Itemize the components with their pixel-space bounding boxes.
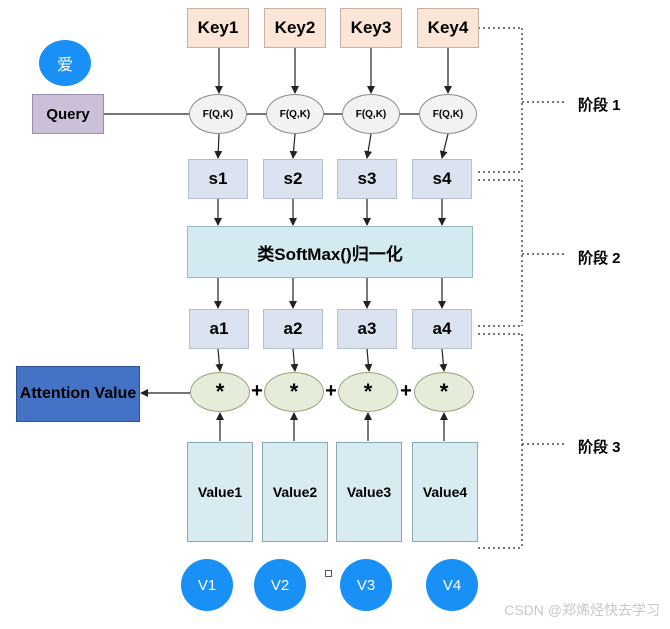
value-circle-2: V2 <box>254 559 306 611</box>
multiply-node-1: * <box>190 372 250 412</box>
ai-badge: 爱 <box>39 40 91 86</box>
stage-label-1: 阶段 1 <box>578 97 621 114</box>
value-box-3: Value3 <box>336 442 402 542</box>
score-box-1: s1 <box>188 159 248 199</box>
arrow-f-to-score-2 <box>289 133 298 159</box>
softmax-normalization-box: 类SoftMax()归一化 <box>187 226 473 278</box>
score-box-2: s2 <box>263 159 323 199</box>
arrow-f-to-score-3 <box>364 133 373 159</box>
arrow-f-to-score-4 <box>439 133 449 159</box>
watermark: CSDN @郑烯烃快去学习 <box>504 602 660 618</box>
attention-value-box: Attention Value <box>16 366 140 422</box>
key-box-1: Key1 <box>187 8 249 48</box>
value-box-2: Value2 <box>262 442 328 542</box>
stage-label-3: 阶段 3 <box>578 439 621 456</box>
arrow-f-to-score-1 <box>214 133 223 159</box>
arrow-weight-to-multiply-2 <box>290 348 299 372</box>
multiply-node-4: * <box>414 372 474 412</box>
similarity-function-3: F(Q,K) <box>342 94 400 134</box>
similarity-function-2: F(Q,K) <box>266 94 324 134</box>
weight-box-2: a2 <box>263 309 323 349</box>
key-box-2: Key2 <box>264 8 326 48</box>
weight-box-4: a4 <box>412 309 472 349</box>
key-box-3: Key3 <box>340 8 402 48</box>
small-square-marker <box>325 570 332 577</box>
value-circle-3: V3 <box>340 559 392 611</box>
plus-sign-2: + <box>325 380 337 402</box>
weight-box-1: a1 <box>189 309 249 349</box>
value-box-1: Value1 <box>187 442 253 542</box>
query-box: Query <box>32 94 104 134</box>
multiply-node-3: * <box>338 372 398 412</box>
plus-sign-3: + <box>400 380 412 402</box>
weight-box-3: a3 <box>337 309 397 349</box>
similarity-function-1: F(Q,K) <box>189 94 247 134</box>
score-box-4: s4 <box>412 159 472 199</box>
similarity-function-4: F(Q,K) <box>419 94 477 134</box>
arrow-weight-to-multiply-3 <box>364 348 373 372</box>
key-box-4: Key4 <box>417 8 479 48</box>
value-circle-1: V1 <box>181 559 233 611</box>
value-circle-4: V4 <box>426 559 478 611</box>
stage-label-2: 阶段 2 <box>578 250 621 267</box>
plus-sign-1: + <box>251 380 263 402</box>
arrow-weight-to-multiply-4 <box>439 348 448 372</box>
value-box-4: Value4 <box>412 442 478 542</box>
multiply-node-2: * <box>264 372 324 412</box>
arrow-weight-to-multiply-1 <box>215 348 224 372</box>
score-box-3: s3 <box>337 159 397 199</box>
